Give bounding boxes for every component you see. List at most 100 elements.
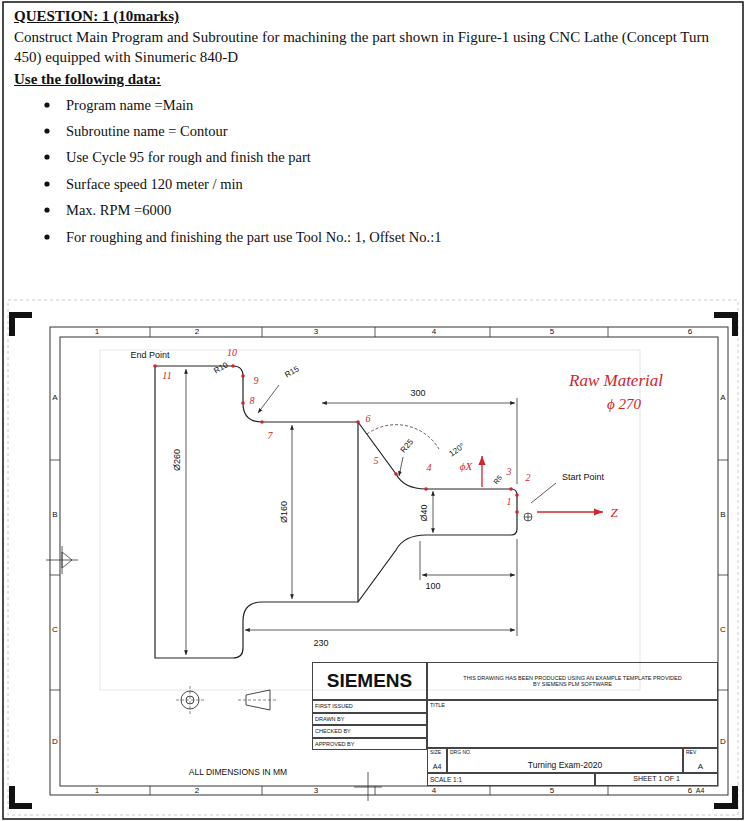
- title-block-text: SHEET 1 OF 1: [633, 775, 680, 783]
- label-anchor: R5: [492, 474, 504, 486]
- drawing-label: ALL DIMENSIONS IN MM: [189, 768, 287, 778]
- question-text: Construct Main Program and Subroutine fo…: [14, 27, 728, 67]
- title-block-cell: REVA: [683, 748, 718, 773]
- drawing-label: D: [52, 737, 58, 746]
- label-anchor: Start Point: [562, 472, 604, 482]
- label-anchor: 2: [195, 327, 199, 336]
- drawing-label: A: [720, 393, 725, 402]
- title-block-text: TITLE: [430, 702, 445, 708]
- drawing-label: R15: [283, 364, 300, 379]
- label-anchor: 5: [550, 786, 554, 795]
- title-block-text: Turning Exam-2020: [528, 761, 602, 771]
- drawing-label: B: [52, 510, 57, 519]
- drawing-label: Ø260: [172, 449, 182, 471]
- label-anchor: C: [52, 625, 58, 634]
- label-anchor: 120°: [448, 441, 467, 458]
- label-anchor: B: [720, 510, 725, 519]
- drawing-label: 3: [314, 786, 318, 795]
- drawing-label: Ø40: [419, 504, 429, 521]
- title-block-text: THIS DRAWING HAS BEEN PRODUCED USING AN …: [430, 675, 715, 688]
- callout-number: 7: [268, 430, 273, 442]
- callout-number: 1: [507, 496, 512, 508]
- label-anchor: 6: [688, 327, 692, 336]
- drawing-label: 2: [195, 327, 199, 336]
- label-anchor: 4: [432, 786, 436, 795]
- drawing-label: 300: [410, 388, 425, 398]
- label-anchor: A: [720, 393, 725, 402]
- label-anchor: End Point: [130, 350, 169, 360]
- question-text: Surface speed 120 meter / min: [66, 176, 243, 193]
- drawing-label: 100: [425, 581, 440, 591]
- drawing-label: 6: [688, 327, 692, 336]
- drawing-label: D: [720, 737, 726, 746]
- callout-number: 3: [507, 466, 512, 478]
- drawing-label: B: [720, 510, 725, 519]
- drawing-label: 6: [688, 786, 692, 795]
- label-anchor: Subroutine name = Contour: [66, 123, 228, 140]
- title-block-cell: FIRST ISSUED: [312, 700, 427, 713]
- drawing-label: 2: [195, 786, 199, 795]
- label-anchor: 1: [95, 786, 99, 795]
- drawing-label: 5: [550, 327, 554, 336]
- label-anchor: 2: [195, 786, 199, 795]
- title-block-cell: TITLE: [427, 700, 718, 748]
- label-anchor: 10: [227, 347, 237, 359]
- label-anchor: C: [720, 625, 726, 634]
- label-anchor: 6: [366, 413, 371, 425]
- label-anchor: ϕX: [460, 460, 472, 473]
- label-anchor: 3: [314, 786, 318, 795]
- drawing-label: Start Point: [562, 472, 604, 482]
- label-anchor: 100: [425, 581, 440, 591]
- drawing-label: End Point: [130, 350, 169, 360]
- callout-number: ϕX: [460, 460, 472, 473]
- question-text: QUESTION: 1 (10marks): [14, 8, 179, 25]
- label-anchor: 1: [507, 496, 512, 508]
- title-block-text: DRG NO.: [450, 750, 471, 756]
- drawing-label: 1: [95, 327, 99, 336]
- label-anchor: 230: [313, 638, 328, 648]
- label-anchor: 1: [95, 327, 99, 336]
- label-anchor: Construct Main Program and Subroutine fo…: [14, 27, 728, 67]
- question-text: Max. RPM =6000: [66, 202, 171, 219]
- title-block-text: A: [698, 762, 703, 771]
- drawing-label: R5: [492, 474, 504, 486]
- drawing-label: R10: [212, 360, 229, 375]
- question-text: Use Cycle 95 for rough and finish the pa…: [66, 149, 311, 166]
- title-block-text: SCALE 1:1: [430, 776, 462, 783]
- label-anchor: 9: [254, 375, 259, 387]
- label-anchor: 4: [427, 462, 432, 474]
- question-text: Program name =Main: [66, 97, 193, 114]
- drawing-label: 1: [95, 786, 99, 795]
- title-block-cell: THIS DRAWING HAS BEEN PRODUCED USING AN …: [427, 662, 718, 700]
- title-block-text: SIEMENS: [327, 670, 413, 692]
- callout-number: 9: [254, 375, 259, 387]
- callout-number: 4: [427, 462, 432, 474]
- drawing-label: 230: [313, 638, 328, 648]
- drawing-label: 5: [550, 786, 554, 795]
- callout-number: 8: [250, 395, 255, 407]
- question-text: Subroutine name = Contour: [66, 123, 228, 140]
- label-anchor: ALL DIMENSIONS IN MM: [189, 768, 287, 778]
- label-anchor: Surface speed 120 meter / min: [66, 176, 243, 193]
- label-anchor: D: [52, 737, 58, 746]
- title-block-cell: DRG NO. Turning Exam-2020: [447, 748, 683, 773]
- callout-number: 2: [526, 472, 531, 484]
- title-block-text: A4: [433, 763, 442, 771]
- title-block-text: DRAWN BY: [315, 716, 344, 722]
- label-anchor: Program name =Main: [66, 97, 193, 114]
- label-anchor: QUESTION: 1 (10marks): [14, 8, 179, 25]
- callout-number: 5: [374, 455, 379, 467]
- label-anchor: R15: [283, 364, 300, 379]
- drawing-label: 120°: [448, 441, 467, 458]
- label-anchor: For roughing and finishing the part use …: [66, 229, 441, 246]
- callout-number: 11: [162, 370, 171, 382]
- label-anchor: Ø40: [419, 504, 429, 521]
- label-anchor: 11: [162, 370, 171, 382]
- callout-number: ϕ 270: [607, 396, 641, 413]
- callout-number: 6: [366, 413, 371, 425]
- drawing-label: 4: [432, 786, 436, 795]
- title-block-cell: CHECKED BY: [312, 725, 427, 738]
- drawing-label: 4: [432, 327, 436, 336]
- callout-number: 10: [227, 347, 237, 359]
- drawing-label: Ø160: [279, 501, 289, 523]
